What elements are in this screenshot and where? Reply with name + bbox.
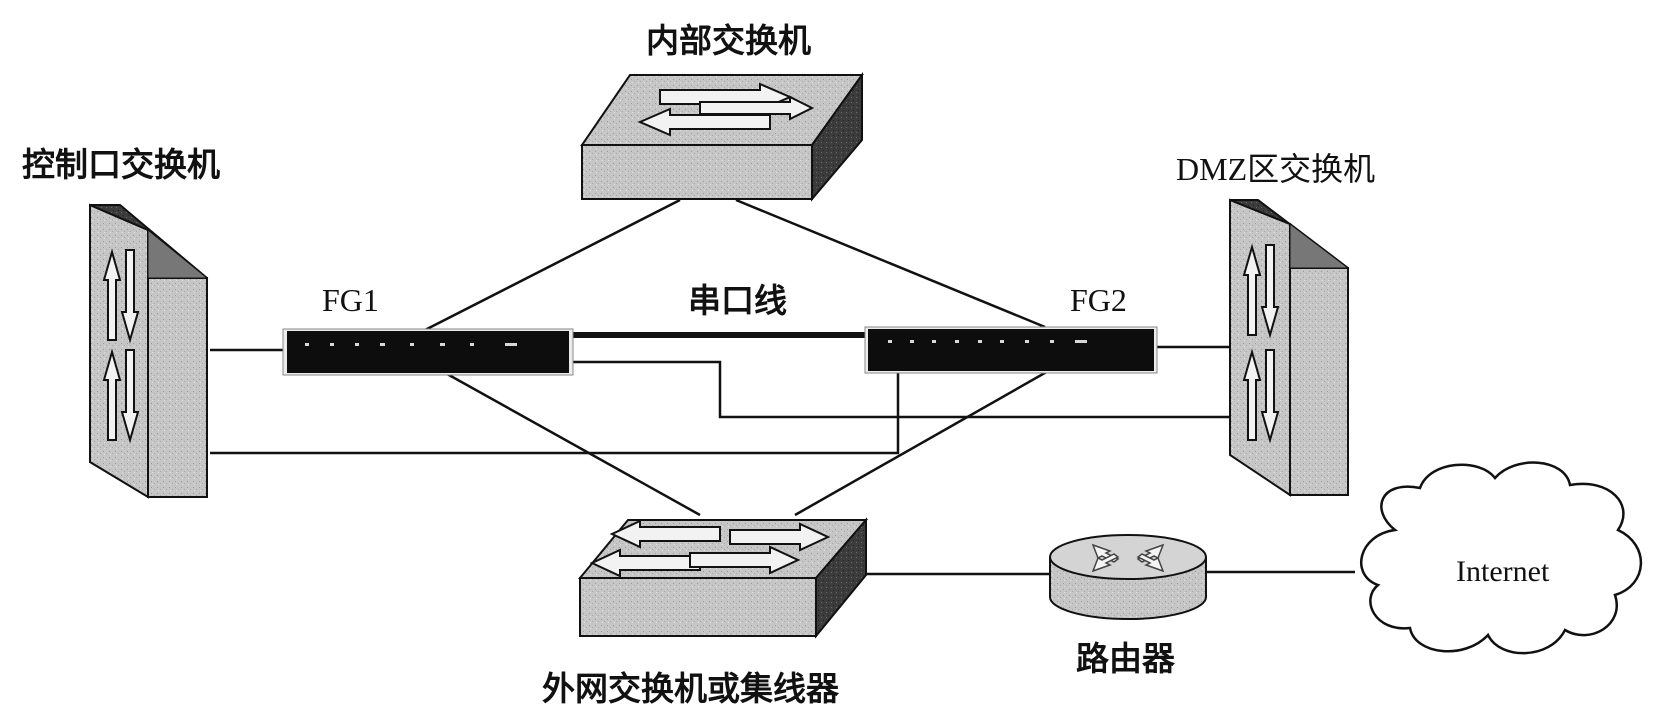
- label-serial-line: 串口线: [688, 281, 787, 320]
- router-icon: [1049, 534, 1207, 620]
- control-switch-icon: [89, 203, 209, 499]
- link-internal-fg2: [735, 198, 1046, 329]
- label-dmz-switch: DMZ区交换机: [1176, 151, 1376, 187]
- external-switch-icon: [577, 517, 869, 639]
- label-external-switch: 外网交换机或集线器: [542, 669, 839, 708]
- link-control-fg2: [210, 370, 900, 455]
- internal-switch-icon: [580, 71, 864, 202]
- label-fg2: FG2: [1070, 282, 1127, 318]
- connection-lines: [210, 198, 1355, 576]
- label-fg1: FG1: [322, 282, 379, 318]
- link-fg2-external: [794, 368, 1051, 517]
- label-internet: Internet: [1456, 555, 1550, 588]
- fg2-firewall-icon: [864, 326, 1158, 374]
- label-router: 路由器: [1076, 639, 1175, 678]
- label-control-switch: 控制口交换机: [22, 145, 220, 184]
- dmz-switch-icon: [1229, 198, 1350, 497]
- label-internal-switch: 内部交换机: [646, 21, 811, 60]
- link-internal-fg1: [424, 198, 681, 332]
- link-fg1-dmz: [573, 360, 1230, 419]
- internet-cloud-icon: [1360, 461, 1643, 655]
- link-fg1-external: [439, 368, 701, 517]
- fg1-firewall-icon: [282, 328, 574, 376]
- serial-line-cable: [556, 331, 868, 361]
